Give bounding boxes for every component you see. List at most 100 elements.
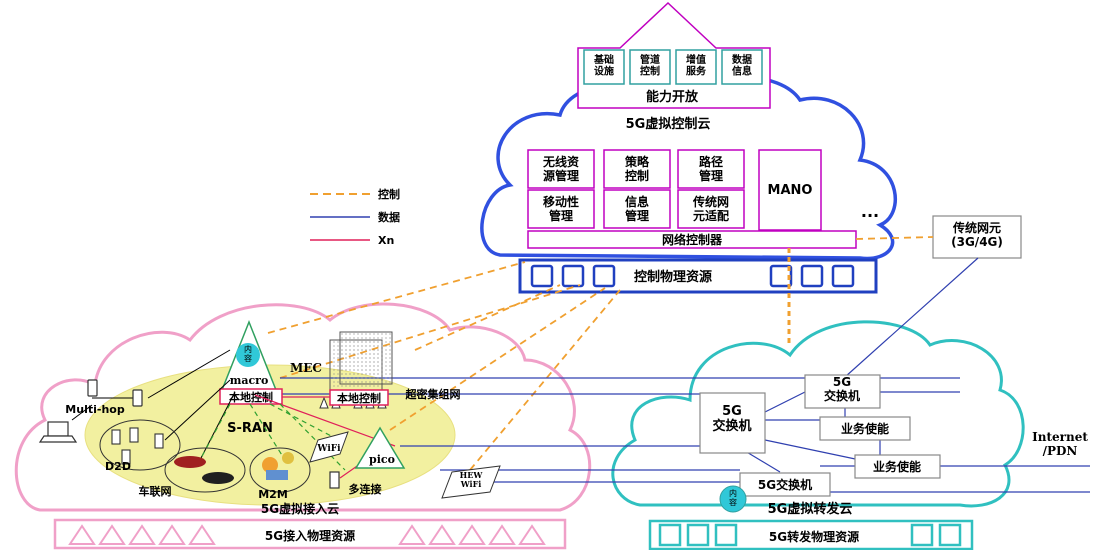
control-function-box	[527, 149, 595, 189]
cloud-ellipsis: ...	[861, 202, 879, 221]
switch-c-box	[739, 472, 831, 497]
access-resource-triangle	[128, 524, 156, 545]
access-resource-triangle	[188, 524, 216, 545]
capability-item-box	[721, 49, 763, 85]
control-resource-square	[800, 264, 824, 288]
control-function-box	[603, 149, 671, 189]
multihop-label: Multi-hop	[65, 403, 125, 416]
control-function-label: 无线资源管理	[542, 154, 579, 183]
internet-pdn-label: Internet/PDN	[1032, 430, 1088, 458]
access-resource-triangle	[158, 524, 186, 545]
legend-data-label: 数据	[378, 210, 400, 224]
control-function-box	[677, 189, 745, 229]
m2m-gear-icons	[262, 452, 294, 480]
service-enable-a-box	[819, 416, 911, 441]
access-radio-lines	[71, 349, 236, 461]
macro-label: macro	[230, 374, 269, 387]
switch-c-label: 5G交换机	[758, 477, 812, 492]
control-function-label: 路径管理	[699, 154, 723, 183]
legend: 控制 数据 Xn	[310, 187, 400, 247]
m2m-label: M2M	[258, 488, 288, 501]
capability-item-box	[583, 49, 625, 85]
forward-content-label: 内容	[729, 488, 737, 507]
access-resource-triangle	[398, 524, 426, 545]
service-enable-b-box	[854, 454, 941, 479]
control-function-box	[677, 149, 745, 189]
mec-label: MEC	[290, 361, 322, 375]
hew-wifi-shape	[441, 465, 501, 499]
forward-resource-square	[714, 523, 738, 547]
ultra-dense-label: 超密集组网	[405, 387, 461, 401]
control-links	[267, 236, 934, 471]
mano-label: MANO	[768, 183, 813, 198]
switch-a-box	[699, 392, 766, 454]
control-resource-square	[831, 264, 855, 288]
network-controller-label: 网络控制器	[662, 232, 723, 247]
v2x-ellipse	[164, 447, 246, 493]
macro-content-node	[236, 343, 260, 367]
control-resource-square	[592, 264, 616, 288]
v2x-label: 车联网	[139, 484, 172, 498]
access-cloud-title: 5G虚拟接入云	[261, 501, 339, 516]
access-physical-label: 5G接入物理资源	[265, 528, 355, 543]
control-resource-square	[530, 264, 554, 288]
laptop-icon	[38, 421, 78, 443]
control-physical-label: 控制物理资源	[634, 269, 712, 285]
legend-control-label: 控制	[378, 187, 400, 201]
control-function-label: 信息管理	[625, 194, 649, 223]
control-function-box	[603, 189, 671, 229]
pico-label: pico	[369, 453, 395, 466]
capability-item-label: 基础设施	[593, 53, 614, 78]
mano-box	[758, 149, 822, 231]
control-resource-square	[561, 264, 585, 288]
access-resource-triangle	[518, 524, 546, 545]
capability-item-label: 数据信息	[732, 53, 752, 78]
d2d-phone-icons	[111, 427, 164, 465]
d2d-ellipse	[99, 419, 181, 471]
service-enable-a-label: 业务使能	[841, 421, 889, 436]
legend-xn-label: Xn	[378, 234, 394, 247]
forward-resource-square	[910, 523, 934, 547]
forward-resource-square	[686, 523, 710, 547]
multihop-phone-icons	[87, 379, 143, 407]
legacy-element-label: 传统网元(3G/4G)	[951, 220, 1003, 249]
network-controller-bar	[527, 230, 857, 249]
m2m-ellipse	[249, 447, 311, 493]
capability-exposure-label: 能力开放	[646, 89, 699, 105]
forward-resource-square	[658, 523, 682, 547]
control-function-label: 传统网元适配	[692, 194, 729, 223]
forward-resource-square	[938, 523, 962, 547]
control-function-box	[527, 189, 595, 229]
capability-item-label: 管道控制	[640, 53, 660, 78]
capability-item-box	[629, 49, 671, 85]
access-resource-triangle	[458, 524, 486, 545]
access-resource-triangle	[98, 524, 126, 545]
access-resource-triangle	[488, 524, 516, 545]
access-resource-triangle	[428, 524, 456, 545]
capability-item-box	[675, 49, 717, 85]
pico-cell-triangle	[354, 426, 406, 469]
car-icons	[174, 456, 234, 484]
forward-content-node	[719, 485, 747, 513]
switch-b-box	[804, 374, 881, 409]
control-function-label: 策略控制	[625, 154, 650, 183]
macro-content-label: 内容	[244, 344, 252, 363]
access-resource-triangle	[68, 524, 96, 545]
d2d-label: D2D	[105, 460, 131, 473]
wifi-ap-shape	[309, 431, 349, 463]
sran-label: S-RAN	[227, 421, 273, 436]
control-cloud-title: 5G虚拟控制云	[626, 116, 711, 132]
control-resource-square	[769, 264, 793, 288]
access-green-dashed	[199, 403, 346, 471]
forward-cloud-outline	[611, 320, 1025, 508]
local-control-label-2: 本地控制	[337, 391, 381, 405]
multi-connection-phone-icon	[329, 471, 340, 489]
wifi-label: WiFi	[316, 444, 341, 454]
multi-connection-label: 多连接	[349, 482, 382, 496]
forward-cloud-title: 5G虚拟转发云	[768, 501, 853, 517]
